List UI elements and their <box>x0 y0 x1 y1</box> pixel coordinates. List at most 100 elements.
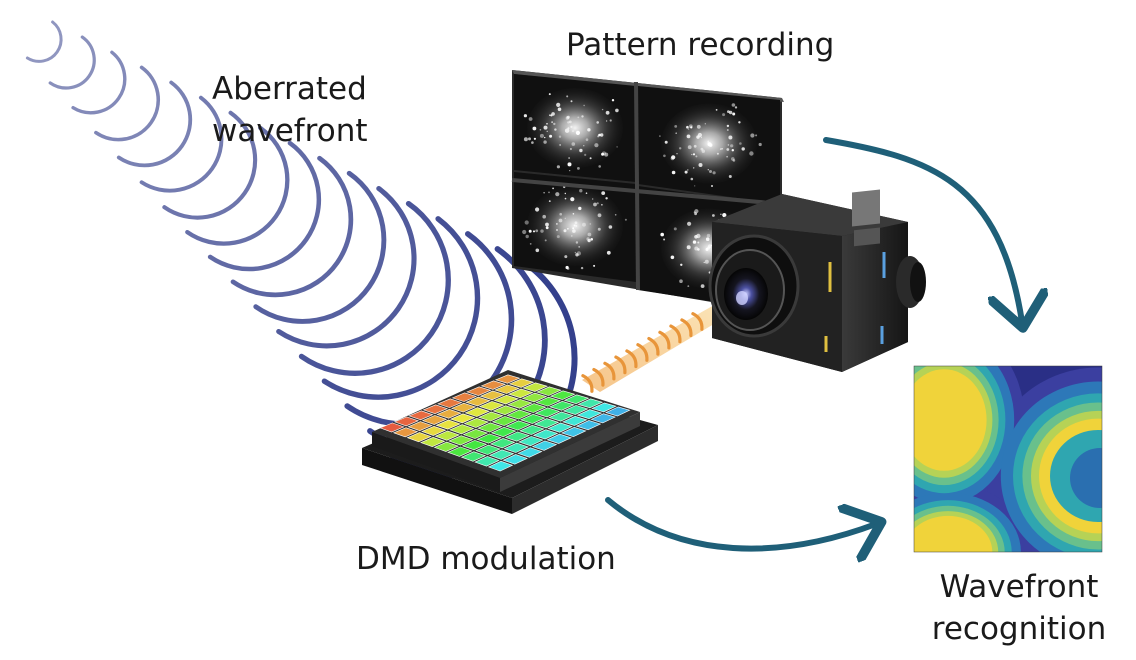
speckle-dot <box>712 214 715 217</box>
speckle-dot <box>615 214 617 216</box>
speckle-dot <box>535 207 539 211</box>
speckle-dot <box>709 170 712 173</box>
speckle-dot <box>709 142 711 144</box>
wavefront-arc <box>50 37 94 88</box>
speckle-dot <box>597 202 599 204</box>
speckle-dot <box>693 167 694 168</box>
speckle-dot <box>732 113 735 116</box>
speckle-dot <box>543 192 544 193</box>
speckle-dot <box>559 136 561 138</box>
speckle-dot <box>571 100 573 102</box>
speckle-dot <box>570 126 572 128</box>
speckle-dot <box>707 141 709 143</box>
speckle-dot <box>534 138 536 140</box>
speckle-dot <box>590 238 593 241</box>
speckle-dot <box>726 148 729 151</box>
speckle-dot <box>578 207 581 210</box>
speckle-dot <box>691 154 692 155</box>
speckle-dot <box>571 235 573 237</box>
speckle-dot <box>602 109 603 110</box>
speckle-dot <box>727 125 729 127</box>
phase-core <box>1070 448 1130 508</box>
speckle-dot <box>557 235 560 238</box>
speckle-dot <box>730 144 733 147</box>
speckle-dot <box>665 141 668 144</box>
speckle-dot <box>598 134 601 137</box>
speckle-dot <box>556 223 558 225</box>
speckle-dot <box>674 227 677 230</box>
speckle-dot <box>556 103 560 107</box>
speckle-dot <box>581 115 583 117</box>
speckle-dot <box>729 111 732 114</box>
speckle-dot <box>594 143 598 147</box>
speckle-dot <box>732 149 734 151</box>
speckle-dot <box>549 135 552 138</box>
speckle-dot <box>545 223 549 227</box>
speckle-dot <box>546 123 548 125</box>
speckle-dot <box>522 230 526 234</box>
speckle-dot <box>593 203 597 207</box>
speckle-dot <box>574 225 576 227</box>
speckle-dot <box>749 151 753 155</box>
speckle-dot <box>566 116 569 119</box>
light-beam-icon <box>582 296 734 392</box>
speckle-dot <box>536 249 540 253</box>
speckle-dot <box>590 157 592 159</box>
speckle-dot <box>735 106 737 108</box>
speckle-dot <box>606 120 607 121</box>
speckle-dot <box>576 225 578 227</box>
speckle-dot <box>581 267 583 269</box>
speckle-dot <box>572 229 576 233</box>
speckle-dot <box>711 185 713 187</box>
speckle-dot <box>544 137 545 138</box>
speckle-dot <box>728 136 732 140</box>
pattern-recording-label: Pattern recording <box>566 24 834 66</box>
speckle-dot <box>564 229 567 232</box>
speckle-dot <box>615 109 619 113</box>
speckle-dot <box>577 131 578 132</box>
speckle-dot <box>540 134 544 138</box>
speckle-dot <box>559 219 563 223</box>
speckle-dot <box>694 211 696 213</box>
speckle-dot <box>607 251 611 255</box>
speckle-dot <box>609 225 613 229</box>
speckle-dot <box>713 171 716 174</box>
speckle-dot <box>575 221 578 224</box>
speckle-dot <box>524 114 527 117</box>
speckle-dot <box>705 123 706 124</box>
speckle-dot <box>533 127 537 131</box>
speckle-dot <box>525 220 529 224</box>
wavefront-arc <box>119 83 190 166</box>
speckle-dot <box>567 267 570 270</box>
speckle-dot <box>588 233 592 237</box>
wavefront-arc <box>210 143 319 269</box>
speckle-dot <box>568 162 572 166</box>
speckle-dot <box>531 141 534 144</box>
speckle-dot <box>573 213 575 215</box>
speckle-dot <box>702 150 705 153</box>
speckle-dot <box>671 255 675 259</box>
speckle-dot <box>759 143 762 146</box>
speckle-dot <box>606 111 610 115</box>
speckle-dot <box>679 147 681 149</box>
speckle-dot <box>720 148 722 150</box>
speckle-dot <box>557 165 560 168</box>
speckle-dot <box>742 147 745 150</box>
speckle-dot <box>583 145 584 146</box>
speckle-dot <box>708 244 712 248</box>
speckle-dot <box>593 265 595 267</box>
wavefront-arc <box>96 67 158 139</box>
speckle-dot <box>685 171 688 174</box>
speckle-dot <box>592 198 593 199</box>
speckle-dot <box>577 167 580 170</box>
speckle-dot <box>551 121 553 123</box>
speckle-dot <box>671 157 675 161</box>
speckle-dot <box>575 252 576 253</box>
speckle-dot <box>529 230 532 233</box>
speckle-dot <box>697 125 701 129</box>
speckle-dot <box>540 129 542 131</box>
speckle-dot <box>697 248 700 251</box>
speckle-dot <box>567 228 569 230</box>
speckle-dot <box>726 156 728 158</box>
speckle-dot <box>731 157 735 161</box>
